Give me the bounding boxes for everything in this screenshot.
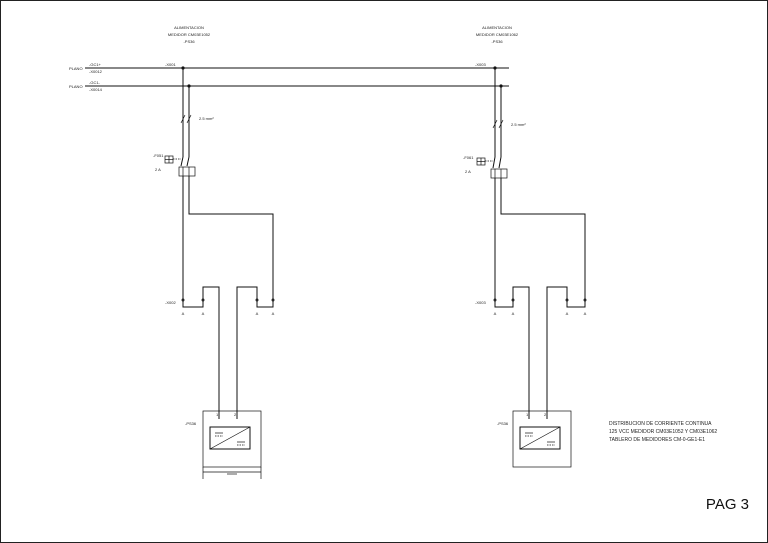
breaker-contact [180, 156, 184, 167]
meter-terminal: 2 [544, 412, 547, 417]
breaker-rating: 2 A [155, 167, 161, 172]
circuit-header-line: ALIMENTACION [174, 25, 204, 30]
meter-tag: -PS36 [497, 421, 509, 426]
terminal-block-tag: -X003 [475, 300, 486, 305]
bus-ref-2: -X0014 [89, 87, 103, 92]
meter-enclosure [202, 410, 262, 468]
meter-tag: -PS36 [185, 421, 197, 426]
bus-label-1: PLANO [69, 66, 83, 71]
cable-tick [180, 114, 186, 124]
description-line: TABLERO DE MEDIDORES CM-0-GE1-E1 [609, 437, 705, 443]
meter-wire-2 [236, 286, 274, 419]
circuit-header-line: MEDIDOR CM03E1062 [476, 32, 519, 37]
meter-enclosure [512, 410, 572, 468]
circuit-header-line: MEDIDOR CM03E1052 [168, 32, 211, 37]
breaker-trip-block [490, 168, 508, 179]
tap-terminal-label: -X003 [475, 62, 486, 67]
bus-code-2: -GC1- [89, 80, 101, 85]
description-line: 125 VCC MEDIDOR CM03E1052 Y CM03E1062 [609, 429, 717, 435]
terminal-row [181, 298, 275, 302]
terminal-point [565, 298, 569, 302]
cable-tick [498, 119, 504, 129]
terminal-point [583, 298, 587, 302]
circuit-header-line: ALIMENTACION [482, 25, 512, 30]
breaker-contact [492, 156, 496, 169]
converter-box [519, 426, 561, 450]
terminal-letter: A [584, 311, 587, 316]
dc-converter-icon [209, 426, 251, 450]
terminal-letter: A [512, 311, 515, 316]
dc-converter-icon [519, 426, 561, 450]
breaker-contact [498, 156, 502, 169]
meter-terminal: 1 [216, 412, 219, 417]
cable-section-label: 2.5 mm² [199, 116, 214, 121]
circuit-header-line: -PS36 [491, 39, 503, 44]
terminal-point [493, 298, 497, 302]
bus-code-1: -GC1+ [89, 62, 102, 67]
bus-label-2: PLANO [69, 84, 83, 89]
tap-terminal-label: -X001 [165, 62, 176, 67]
breaker-contact [186, 156, 190, 167]
cable-section-label: 2.5 mm² [511, 122, 526, 127]
terminal-letter: A [272, 311, 275, 316]
breaker-trip-block [178, 166, 196, 177]
dc-bus: PLANO -GC1+ -X0012 PLANO -GC1- -X0014 [69, 62, 509, 92]
description-note: DISTRIBUCION DE CORRIENTE CONTINUA 125 V… [609, 421, 717, 443]
terminal-letter: A [182, 311, 185, 316]
terminal-point [271, 298, 275, 302]
outgoing-wire-negative [500, 178, 586, 307]
terminal-letter: A [566, 311, 569, 316]
terminal-row [493, 298, 587, 302]
circuit-meter-1052: ALIMENTACION MEDIDOR CM03E1052 -PS36 -X0… [153, 25, 275, 479]
meter-wire-1 [182, 286, 220, 419]
circuit-header-line: -PS36 [183, 39, 195, 44]
converter-diagonal [209, 426, 251, 450]
description-line: DISTRIBUCION DE CORRIENTE CONTINUA [609, 421, 712, 427]
circuit-meter-1062: ALIMENTACION MEDIDOR CM03E1062 -PS36 -X0… [463, 25, 587, 468]
terminal-point [201, 298, 205, 302]
converter-box [209, 426, 251, 450]
terminal-letter: A [202, 311, 205, 316]
terminal-point [511, 298, 515, 302]
terminal-letter: A [256, 311, 259, 316]
bus-ref-1: -X0012 [89, 69, 103, 74]
cable-tick [492, 119, 498, 129]
converter-diagonal [519, 426, 561, 450]
terminal-point [181, 298, 185, 302]
outgoing-wire-negative [188, 176, 274, 307]
meter-wire-2 [546, 286, 586, 419]
breaker-rating: 2 A [465, 169, 471, 174]
terminal-point [255, 298, 259, 302]
meter-terminal: 1 [526, 412, 529, 417]
meter-terminal: 2 [234, 412, 237, 417]
breaker-tag: -F061 [463, 155, 474, 160]
breaker-tag: -F051 [153, 153, 164, 158]
terminal-block-tag: -X002 [165, 300, 176, 305]
terminal-letter: A [494, 311, 497, 316]
meter-wire-1 [494, 286, 530, 419]
cable-tick [186, 114, 192, 124]
page-number: PAG 3 [705, 496, 749, 513]
